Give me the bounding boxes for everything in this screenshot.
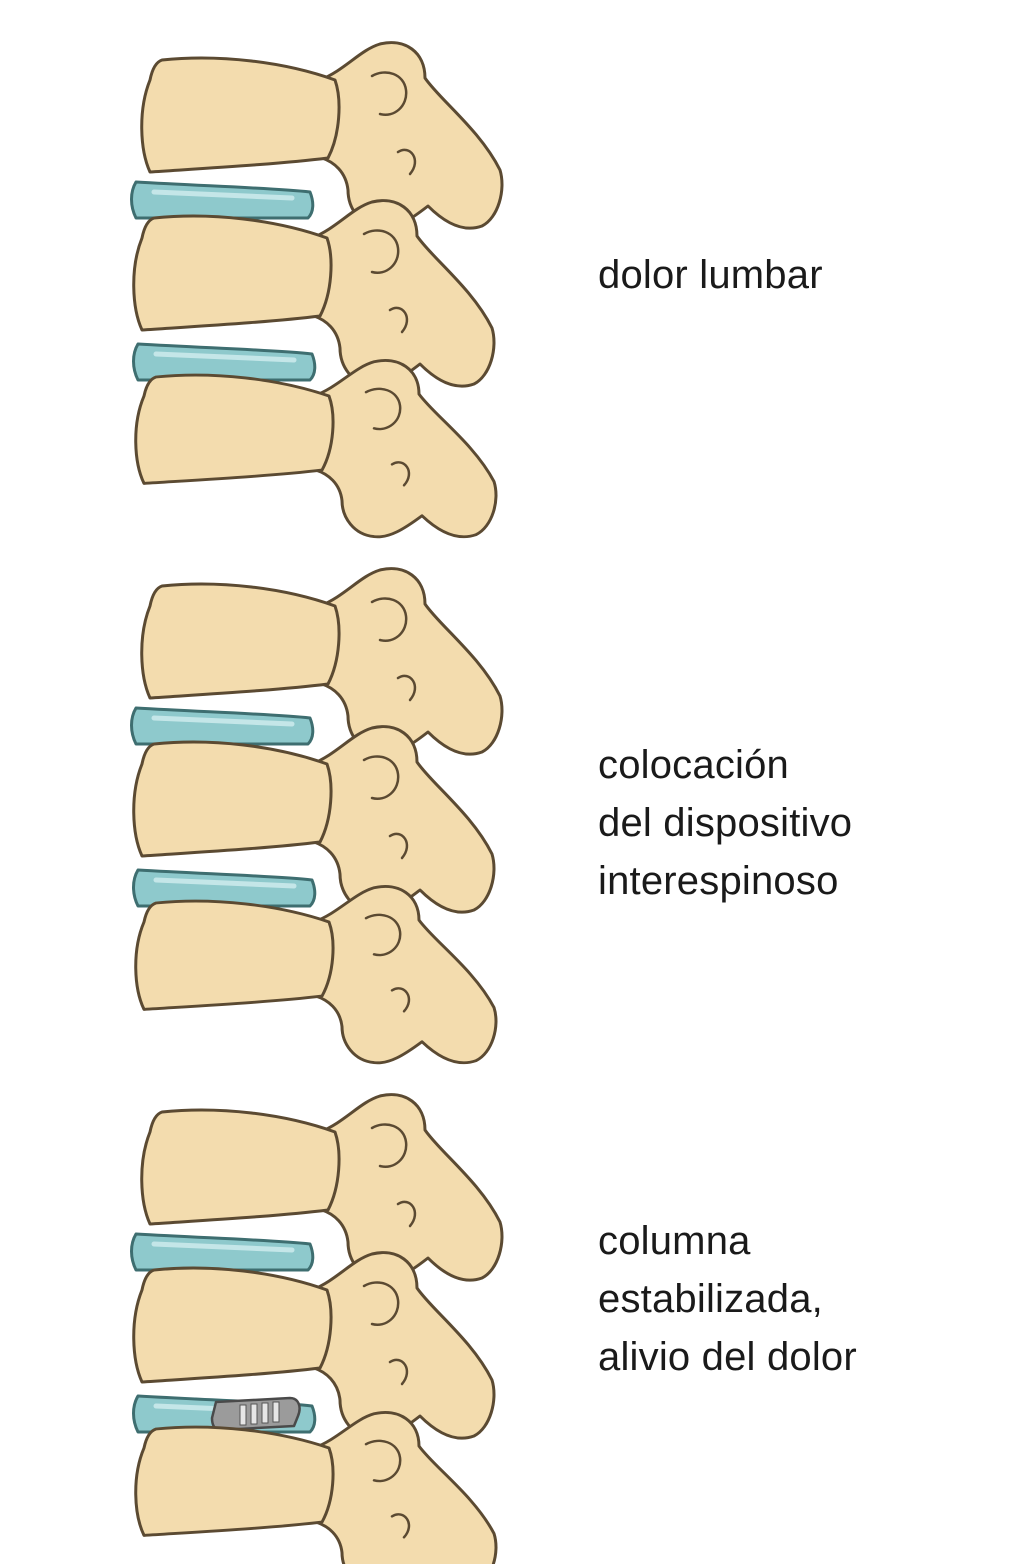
disc-upper — [132, 1234, 313, 1270]
caption-line: interespinoso — [598, 859, 839, 903]
panel-device-placement: colocación del dispositivo interespinoso — [0, 526, 1024, 1065]
vertebra-lower — [134, 358, 498, 539]
panel-lumbar-pain: dolor lumbar — [0, 0, 1024, 539]
caption-line: dolor lumbar — [598, 253, 823, 297]
caption-lumbar-pain: dolor lumbar — [598, 246, 823, 304]
caption-line: estabilizada, — [598, 1277, 823, 1321]
panel-stabilized-spine: columna estabilizada, alivio del dolor — [0, 1052, 1024, 1564]
caption-line: columna — [598, 1219, 751, 1263]
disc-lower — [134, 870, 315, 906]
spine-illustration — [110, 567, 504, 1065]
vertebra-lower — [134, 884, 498, 1065]
caption-stabilized-spine: columna estabilizada, alivio del dolor — [598, 1212, 857, 1386]
caption-line: colocación — [598, 743, 790, 787]
interspinous-implant — [210, 1396, 301, 1432]
caption-line: alivio del dolor — [598, 1335, 857, 1379]
spine-illustration — [110, 41, 504, 539]
disc-upper — [132, 708, 313, 744]
disc-upper — [132, 182, 313, 218]
vertebra-lower — [134, 1410, 498, 1564]
caption-device-placement: colocación del dispositivo interespinoso — [598, 736, 852, 910]
caption-line: del dispositivo — [598, 801, 853, 845]
spine-illustration — [110, 1093, 504, 1564]
disc-lower — [134, 344, 315, 380]
